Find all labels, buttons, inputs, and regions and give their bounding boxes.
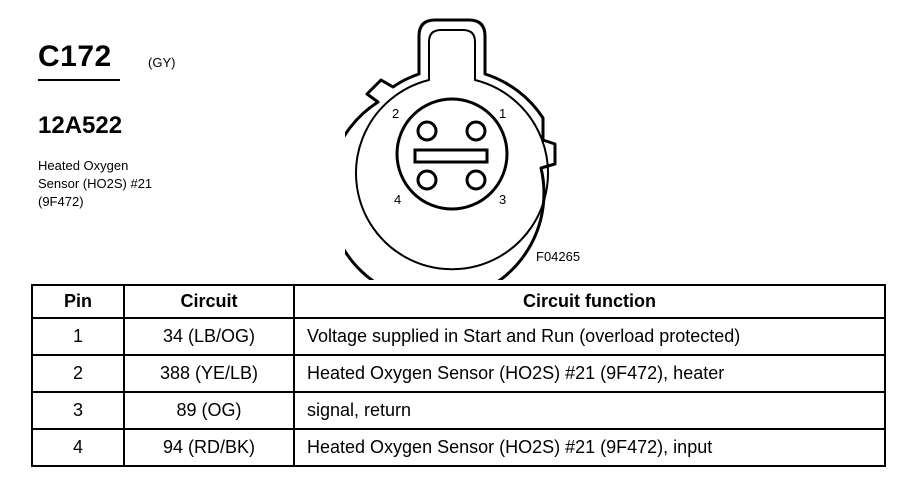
cell-function: Heated Oxygen Sensor (HO2S) #21 (9F472),… bbox=[293, 354, 886, 393]
pin-table: Pin Circuit Circuit function 1 34 (LB/OG… bbox=[31, 284, 886, 467]
table-row: 1 34 (LB/OG) Voltage supplied in Start a… bbox=[31, 317, 886, 356]
pin-label: 3 bbox=[499, 192, 506, 207]
table-header-row: Pin Circuit Circuit function bbox=[31, 284, 886, 319]
connector-id: C172 bbox=[38, 40, 112, 73]
connector-face-diagram: 1 2 3 4 bbox=[345, 18, 557, 280]
cell-circuit: 94 (RD/BK) bbox=[123, 428, 295, 467]
cell-circuit: 388 (YE/LB) bbox=[123, 354, 295, 393]
header-pin: Pin bbox=[31, 284, 125, 319]
cell-function: Voltage supplied in Start and Run (overl… bbox=[293, 317, 886, 356]
description-line: Heated Oxygen bbox=[38, 158, 129, 173]
pin-2-socket bbox=[416, 120, 438, 142]
header-function: Circuit function bbox=[293, 284, 886, 319]
description-line: Sensor (HO2S) #21 bbox=[38, 176, 153, 191]
cell-pin: 1 bbox=[31, 317, 125, 356]
cell-function: signal, return bbox=[293, 391, 886, 430]
keying-bar bbox=[413, 148, 489, 164]
pin-4-socket bbox=[416, 169, 438, 191]
connector-housing-inner bbox=[355, 29, 549, 271]
pin-label: 4 bbox=[394, 192, 401, 207]
cell-circuit: 89 (OG) bbox=[123, 391, 295, 430]
figure-code: F04265 bbox=[536, 249, 581, 264]
table-row: 2 388 (YE/LB) Heated Oxygen Sensor (HO2S… bbox=[31, 354, 886, 393]
cell-function: Heated Oxygen Sensor (HO2S) #21 (9F472),… bbox=[293, 428, 886, 467]
cell-pin: 4 bbox=[31, 428, 125, 467]
pin-1-socket bbox=[465, 120, 487, 142]
table-row: 4 94 (RD/BK) Heated Oxygen Sensor (HO2S)… bbox=[31, 428, 886, 467]
description-line: (9F472) bbox=[38, 194, 84, 209]
connector-color-code: (GY) bbox=[148, 55, 176, 70]
connector-description: Heated Oxygen Sensor (HO2S) #21 (9F472) bbox=[38, 157, 152, 211]
table-row: 3 89 (OG) signal, return bbox=[31, 391, 886, 430]
cell-pin: 2 bbox=[31, 354, 125, 393]
cell-circuit: 34 (LB/OG) bbox=[123, 317, 295, 356]
pin-3-socket bbox=[465, 169, 487, 191]
cell-pin: 3 bbox=[31, 391, 125, 430]
pin-label: 2 bbox=[392, 106, 399, 121]
header-circuit: Circuit bbox=[123, 284, 295, 319]
connector-id-underline bbox=[38, 79, 120, 81]
part-number: 12A522 bbox=[38, 112, 123, 139]
pin-label: 1 bbox=[499, 106, 506, 121]
